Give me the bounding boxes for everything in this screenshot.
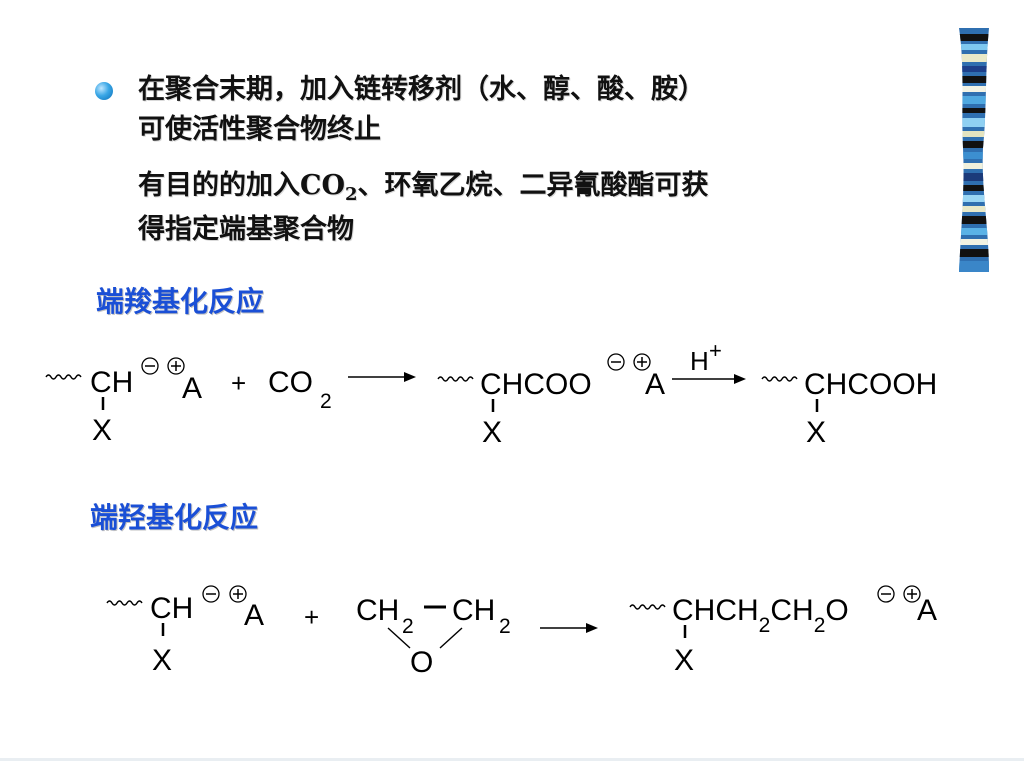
rxn2-product-sub-2: 2	[814, 614, 826, 637]
bullet-line-3: 有目的的加入CO2、环氧乙烷、二异氰酸酯可获	[138, 168, 709, 213]
minus-charge-icon	[607, 353, 625, 371]
section-heading-hydroxyl: 端羟基化反应	[90, 501, 259, 534]
rxn1-reactant-x: X	[92, 414, 112, 447]
bullet-line-1: 在聚合末期，加入链转移剂（水、醇、酸、胺）	[138, 74, 705, 105]
reaction-arrow-icon	[348, 372, 416, 382]
rxn2-counter-ion: A	[244, 599, 264, 632]
rxn1-plus: +	[231, 368, 246, 398]
plus-charge-icon	[167, 357, 185, 375]
epoxide-ch-left: CH	[356, 594, 399, 627]
rxn1-counter-ion: A	[182, 372, 202, 405]
rxn1-reagent-h: H	[690, 346, 709, 376]
epoxide-sub-left: 2	[402, 615, 414, 638]
rxn2-plus: +	[304, 602, 319, 632]
rxn1-co2-sub: 2	[320, 390, 332, 413]
rxn2-product: CHCH2CH2O	[672, 594, 849, 637]
bullet-line-4: 得指定端基聚合物	[138, 214, 354, 245]
rxn1-intermediate-counter: A	[645, 368, 665, 401]
epoxide-sub-right: 2	[499, 615, 511, 638]
wavy-bond-icon	[437, 376, 474, 382]
rxn2-product-counter: A	[917, 594, 937, 627]
rxn1-reagent-charge: +	[709, 338, 722, 363]
reaction-arrow-icon	[672, 374, 746, 384]
rxn2-product-part-c: O	[825, 594, 848, 627]
rxn1-intermediate: CHCOO	[480, 368, 592, 401]
epoxide-ch-right: CH	[452, 594, 495, 627]
wavy-bond-icon	[106, 600, 143, 606]
rxn2-reactant-x: X	[152, 644, 172, 677]
rxn1-intermediate-x: X	[482, 416, 502, 449]
rxn1-product: CHCOOH	[804, 368, 937, 401]
rxn2-product-x: X	[674, 644, 694, 677]
co2-formula: CO	[300, 170, 346, 201]
circle-bullet-icon	[95, 82, 113, 100]
rxn2-product-part-b: CH	[770, 594, 813, 627]
minus-charge-icon	[202, 585, 220, 603]
plus-charge-icon	[229, 585, 247, 603]
rxn2-product-sub-1: 2	[759, 614, 771, 637]
bullet-line-2: 可使活性聚合物终止	[138, 114, 381, 145]
reaction-arrow-icon	[540, 623, 598, 633]
wavy-bond-icon	[761, 376, 798, 382]
plus-charge-icon	[903, 585, 921, 603]
bullet-line-3-pre: 有目的的加入	[138, 170, 300, 201]
rxn1-co2: CO	[268, 366, 313, 399]
epoxide-co-bond-left	[387, 627, 411, 649]
plus-charge-icon	[633, 353, 651, 371]
striped-ribbon-icon	[959, 28, 989, 272]
wavy-bond-icon	[629, 604, 666, 610]
rxn2-reactant-ch: CH	[150, 592, 193, 625]
epoxide-o: O	[410, 646, 433, 679]
epoxide-co-bond-right	[439, 627, 463, 649]
footer-divider	[0, 758, 1024, 761]
minus-charge-icon	[877, 585, 895, 603]
co2-subscript: 2	[345, 184, 358, 205]
rxn2-product-part-a: CHCH	[672, 594, 759, 627]
section-heading-carboxyl: 端羧基化反应	[96, 285, 265, 318]
rxn1-reactant-ch: CH	[90, 366, 133, 399]
rxn1-product-x: X	[806, 416, 826, 449]
bullet-line-3-post: 、环氧乙烷、二异氰酸酯可获	[357, 170, 709, 201]
wavy-bond-icon	[45, 374, 82, 380]
minus-charge-icon	[141, 357, 159, 375]
